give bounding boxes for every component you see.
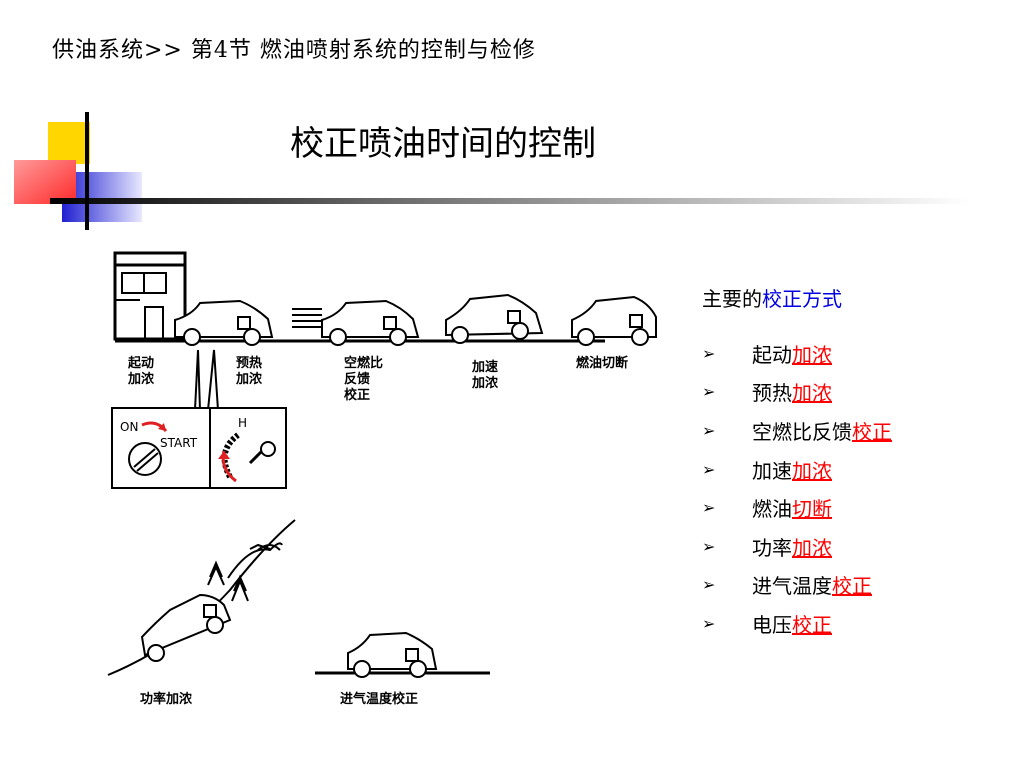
label-afr-2: 反馈 [344,371,370,387]
item-text: 起动 [752,342,792,367]
tree-icon [207,560,225,586]
list-item: ➢ 加速加浓 [702,450,892,489]
deco-horizontal-line [50,198,970,204]
label-h: H [238,416,247,430]
item-text: 进气温度 [752,574,832,599]
label-start-enrich-2: 加浓 [127,371,155,387]
list-item: ➢ 预热加浓 [702,373,892,412]
key-cylinder-icon [128,442,162,476]
car-icon [347,631,438,678]
item-link[interactable]: 加浓 [792,381,832,406]
deco-yellow-square [48,122,90,164]
item-text: 加速 [752,458,792,483]
hill-scene [107,519,296,676]
item-text: 功率 [752,535,792,560]
item-link[interactable]: 加浓 [792,342,832,367]
list-item: ➢ 功率加浓 [702,527,892,566]
callout-line [207,349,219,411]
car-icon [174,299,274,346]
deco-red-square [14,160,76,204]
temperature-gauge-box: H [209,407,287,489]
item-link[interactable]: 校正 [832,574,872,599]
list-item: ➢ 燃油切断 [702,488,892,527]
label-fuel-cutoff: 燃油切断 [576,355,628,371]
item-link[interactable]: 加浓 [792,535,832,560]
label-afr-1: 空燃比 [344,355,383,371]
car-icon [140,593,232,662]
panel-title-emphasis: 校正方式 [762,287,842,311]
item-link[interactable]: 加浓 [792,458,832,483]
item-link[interactable]: 切断 [792,497,832,522]
panel-title: 主要的校正方式 [702,283,892,312]
car-icon [445,293,544,344]
item-link[interactable]: 校正 [852,419,892,444]
label-warmup-1: 预热 [236,355,262,371]
slide-title: 校正喷油时间的控制 [290,124,596,164]
bullet-arrow-icon: ➢ [702,498,716,518]
item-link[interactable]: 校正 [792,612,832,637]
correction-methods-panel: 主要的校正方式 ➢起动加浓 ➢预热加浓 ➢空燃比反馈校正 ➢加速加浓 ➢燃油切断… [702,283,892,643]
list-item: ➢ 进气温度校正 [702,566,892,605]
label-power-enrich: 功率加浓 [140,691,193,707]
car-icon [292,299,420,346]
item-text: 空燃比反馈 [752,419,852,444]
bullet-arrow-icon: ➢ [702,420,716,440]
callout-line [194,349,201,411]
breadcrumb: 供油系统>> 第4节 燃油喷射系统的控制与检修 [52,38,536,63]
item-text: 燃油 [752,497,792,522]
bullet-arrow-icon: ➢ [702,382,716,402]
bullet-arrow-icon: ➢ [702,343,716,363]
label-afr-3: 校正 [344,387,370,403]
item-text: 电压 [752,612,792,637]
deco-vertical-line [85,112,89,230]
label-accel-2: 加浓 [471,375,499,391]
bullet-arrow-icon: ➢ [702,575,716,595]
correction-illustration: 起动 加浓 预热 加浓 空燃比 反馈 校正 加速 加浓 燃油切断 ON STAR… [107,251,657,707]
panel-title-prefix: 主要的 [702,287,762,311]
bullet-arrow-icon: ➢ [702,459,716,479]
title-decoration [14,112,970,230]
correction-list: ➢起动加浓 ➢预热加浓 ➢空燃比反馈校正 ➢加速加浓 ➢燃油切断 ➢功率加浓 ➢… [702,334,892,643]
list-item: ➢ 起动加浓 [702,334,892,373]
item-text: 预热 [752,381,792,406]
label-warmup-2: 加浓 [235,371,263,387]
label-accel-1: 加速 [471,359,498,375]
label-start-enrich-1: 起动 [127,355,154,371]
tree-icon [231,574,249,602]
building-icon [113,251,187,341]
bullet-arrow-icon: ➢ [702,536,716,556]
label-intake-temp: 进气温度校正 [340,691,418,707]
label-on: ON [120,420,138,434]
label-start: START [160,436,198,450]
ignition-switch-box: ON START [111,407,211,489]
car-icon [571,295,657,346]
list-item: ➢ 电压校正 [702,604,892,643]
list-item: ➢ 空燃比反馈校正 [702,411,892,450]
bullet-arrow-icon: ➢ [702,613,716,633]
